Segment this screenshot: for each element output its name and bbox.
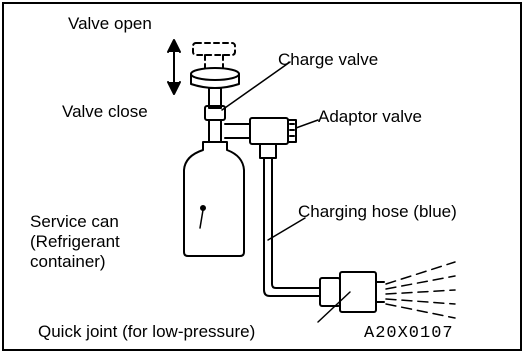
quick-joint xyxy=(319,271,385,313)
diagram-frame xyxy=(2,2,522,351)
leader-lines xyxy=(199,61,351,323)
valve-handle-open-dashed xyxy=(192,42,236,69)
leader-service-can xyxy=(199,209,204,229)
leader-charge-valve xyxy=(221,61,291,111)
label-valve-open: Valve open xyxy=(68,14,152,33)
refrigerant-spray xyxy=(385,261,456,319)
label-charging-hose: Charging hose (blue) xyxy=(298,202,457,221)
service-can xyxy=(183,141,245,257)
charge-valve-body xyxy=(204,105,251,143)
label-quick-joint: Quick joint (for low-pressure) xyxy=(38,322,256,341)
adaptor-valve xyxy=(249,117,297,159)
label-service-can: Service can (Refrigerant container) xyxy=(30,212,170,272)
label-service-can-line2: (Refrigerant xyxy=(30,232,120,251)
charging-hose xyxy=(263,157,321,297)
label-service-can-line3: container) xyxy=(30,252,106,271)
leader-quick-joint xyxy=(317,291,351,323)
label-charge-valve: Charge valve xyxy=(278,50,379,69)
open-close-arrow xyxy=(167,39,181,95)
label-service-can-line1: Service can xyxy=(30,212,119,231)
leader-adaptor-valve xyxy=(295,119,319,129)
valve-handle-closed xyxy=(190,67,240,109)
label-adaptor-valve: Adaptor valve xyxy=(318,107,422,126)
label-valve-close: Valve close xyxy=(62,102,148,121)
figure-code: A20X0107 xyxy=(364,324,454,343)
leader-charging-hose xyxy=(267,217,306,241)
